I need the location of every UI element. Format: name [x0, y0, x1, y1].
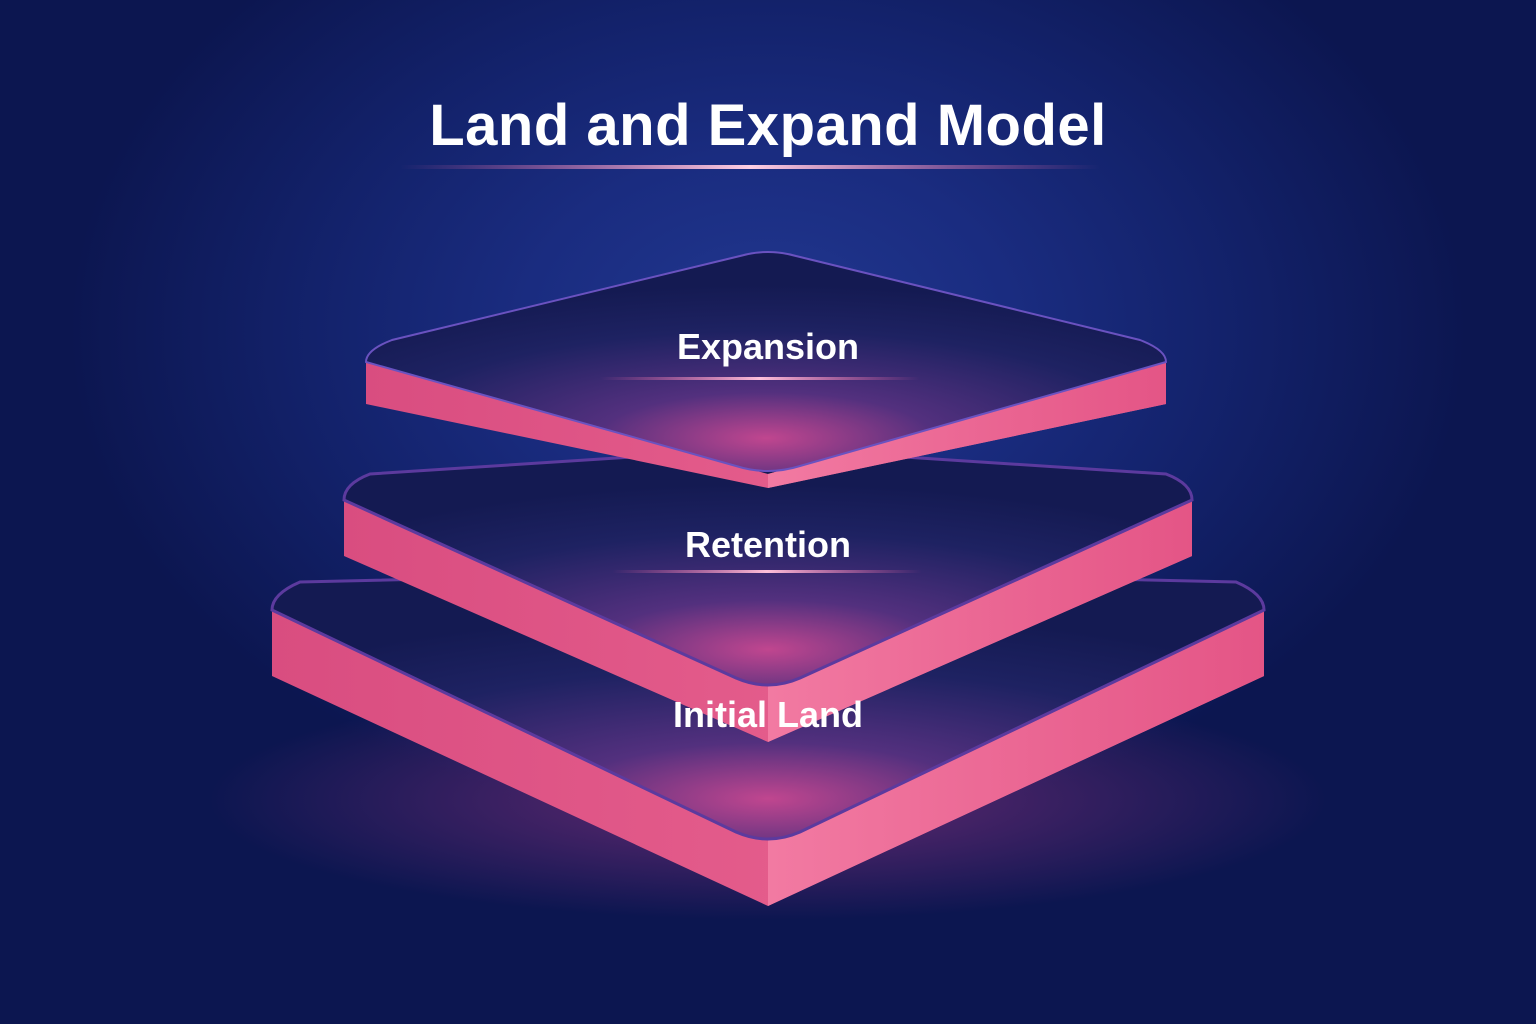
layer-expansion-slab	[364, 251, 1168, 488]
layer-label-initial-land: Initial Land	[672, 694, 863, 735]
page-title: Land and Expand Model	[429, 93, 1107, 158]
layer-label-expansion: Expansion	[676, 326, 860, 367]
title-underline-glow	[400, 165, 1100, 169]
layer-label-retention: Retention	[685, 524, 851, 565]
layer-retention-slab	[342, 446, 1194, 742]
